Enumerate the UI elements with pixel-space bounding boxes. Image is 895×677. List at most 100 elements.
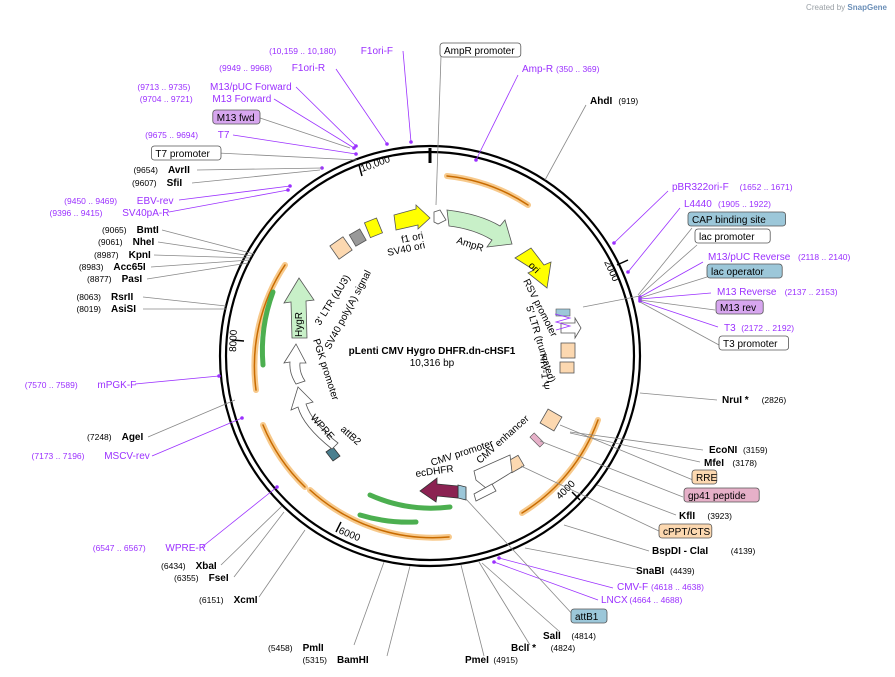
- label-name-wpre-r: WPRE-R: [165, 543, 206, 554]
- label-rre: RRE: [691, 469, 717, 485]
- label-ampr-promoter: AmpR promoter: [439, 42, 522, 58]
- label-box-m13-fwd: [212, 109, 261, 125]
- label-name-l4440: L4440: [684, 199, 712, 210]
- label-m13-puc-forward: M13/pUC Forward(9713 .. 9735): [137, 82, 291, 93]
- label-text-t7-promoter: T7 promoter: [155, 149, 210, 160]
- label-name-pbr322ori-f: pBR322ori-F: [672, 182, 729, 193]
- feature-box-sv40-polya: [363, 217, 384, 239]
- label-pmei: PmeI(4915): [465, 655, 518, 666]
- label-coord-l4440: (1905 .. 1922): [718, 199, 771, 209]
- inner-label-sv40-ori: SV40 ori: [386, 240, 426, 259]
- label-coord-t3: (2172 .. 2192): [741, 323, 794, 333]
- label-coord-nrui: (2826): [762, 395, 787, 405]
- label-name-econi: EcoNI: [709, 445, 738, 456]
- label-bcli: BclI *(4824): [511, 643, 575, 654]
- label-coord-cmv-f: (4618 .. 4638): [651, 582, 704, 592]
- label-coord-lncx: (4664 .. 4688): [629, 595, 682, 605]
- label-text-t3-promoter: T3 promoter: [723, 339, 778, 350]
- label-coord-m13-puc-forward: (9713 .. 9735): [137, 82, 190, 92]
- label-name-sv40pa-r: SV40pA-R: [122, 208, 169, 219]
- orf-arrow-1: [444, 173, 531, 208]
- label-coord-asisi: (8019): [76, 304, 101, 314]
- label-coord-fsei: (6355): [174, 573, 199, 583]
- label-m13-fwd: M13 fwd: [212, 109, 261, 125]
- label-name-kfli: KflI: [679, 511, 695, 522]
- label-name-bmti: BmtI: [137, 225, 159, 236]
- feature-arrow-cmv-enhancer: [473, 454, 513, 489]
- label-lac-operator: lac operator: [706, 263, 783, 279]
- label-box-t7-promoter: [150, 145, 222, 161]
- label-cmv-f: CMV-F(4618 .. 4638): [617, 582, 704, 593]
- label-coord-rsrii: (8063): [76, 292, 101, 302]
- label-coord-pasi: (8877): [87, 274, 112, 284]
- label-text-gp41-peptide: gp41 peptide: [688, 491, 746, 502]
- label-box-gp41-peptide: [683, 487, 760, 503]
- feature-box-hiv-psi: [559, 361, 575, 374]
- label-name-amp-r: Amp-R: [522, 64, 553, 75]
- inner-label-ampr: AmpR: [455, 235, 485, 254]
- inner-label-ecdhfr: ecDHFR: [415, 464, 455, 480]
- label-m13-puc-reverse: M13/pUC Reverse(2118 .. 2140): [708, 252, 850, 263]
- label-text-rre: RRE: [696, 473, 717, 484]
- plasmid-size: 10,316 bp: [410, 358, 455, 369]
- label-attb1: attB1: [570, 608, 608, 624]
- label-wpre-r: WPRE-R(6547 .. 6567): [93, 543, 206, 554]
- credit-brand: SnapGene: [847, 3, 887, 12]
- label-pbr322ori-f: pBR322ori-F (1652 .. 1671): [672, 182, 793, 193]
- label-box-attb1: [570, 608, 608, 624]
- label-coord-f1ori-r: (9949 .. 9968): [219, 63, 272, 73]
- label-bspdi-clai: BspDI - ClaI(4139): [652, 546, 756, 557]
- orf-arrows: [251, 173, 601, 541]
- label-box-lac-operator: [706, 263, 783, 279]
- label-coord-pbr322ori-f: (1652 .. 1671): [740, 182, 793, 192]
- label-name-bamhi: BamHI: [337, 655, 369, 666]
- label-econi: EcoNI(3159): [709, 445, 768, 456]
- label-name-avrii: AvrII: [168, 165, 190, 176]
- label-lncx: LNCX(4664 .. 4688): [601, 595, 682, 606]
- label-coord-kfli: (3923): [707, 511, 732, 521]
- label-name-ahdi: AhdI: [590, 96, 612, 107]
- label-coord-m13-reverse: (2137 .. 2153): [785, 287, 838, 297]
- label-coord-ahdi: (919): [618, 96, 638, 106]
- label-text-m13-rev: M13 rev: [720, 303, 756, 314]
- feature-box-tan-1: [329, 236, 353, 260]
- label-ebv-rev: EBV-rev(9450 .. 9469): [64, 196, 173, 207]
- label-name-nrui: NruI *: [722, 395, 749, 406]
- feature-box-rre: [539, 408, 563, 432]
- label-coord-bamhi: (5315): [302, 655, 327, 665]
- label-ahdi: AhdI (919): [590, 96, 638, 107]
- label-m13-rev: M13 rev: [715, 299, 764, 315]
- label-nhei: NheI(9061): [98, 237, 154, 248]
- label-kfli: KflI (3923): [679, 511, 732, 522]
- feature-arrow-ampr: [446, 209, 513, 248]
- inner-label-hygr: HygR: [294, 312, 305, 337]
- label-coord-xbai: (6434): [161, 561, 186, 571]
- feature-arrow-wpre: [290, 386, 339, 450]
- label-name-mfei: MfeI: [704, 458, 724, 469]
- label-lac-promoter: lac promoter: [694, 228, 771, 244]
- orf-arrow-green-2: [367, 492, 453, 511]
- feature-arrow-ecdhfr: [419, 477, 459, 503]
- label-coord-pmei: (4915): [493, 655, 518, 665]
- label-name-m13-reverse: M13 Reverse: [717, 287, 777, 298]
- label-sv40pa-r: SV40pA-R(9396 .. 9415): [50, 208, 170, 219]
- label-kpni: KpnI(8987): [94, 250, 151, 261]
- label-name-asisi: AsiSI: [111, 304, 136, 315]
- label-m13-reverse: M13 Reverse (2137 .. 2153): [717, 287, 838, 298]
- tick-label-6000: 6000: [337, 526, 362, 545]
- inner-label-attb2: attB2: [338, 424, 363, 448]
- credit-text: Created by: [806, 3, 846, 12]
- feature-arrow-pgk: [283, 343, 307, 385]
- label-bamhi: BamHI (5315): [302, 655, 368, 666]
- label-t7: T7(9675 .. 9694): [145, 130, 230, 141]
- label-f1ori-r: F1ori-R(9949 .. 9968): [219, 63, 325, 74]
- label-name-pasi: PasI: [122, 274, 143, 285]
- label-fsei: FseI(6355): [174, 573, 229, 584]
- feature-box-5ltr: [560, 342, 576, 359]
- label-coord-agei: (7248): [87, 432, 112, 442]
- label-name-t3: T3: [724, 323, 736, 334]
- label-name-t7: T7: [218, 130, 230, 141]
- feature-arrow-f1-ori: [393, 204, 431, 231]
- label-box-m13-rev: [715, 299, 764, 315]
